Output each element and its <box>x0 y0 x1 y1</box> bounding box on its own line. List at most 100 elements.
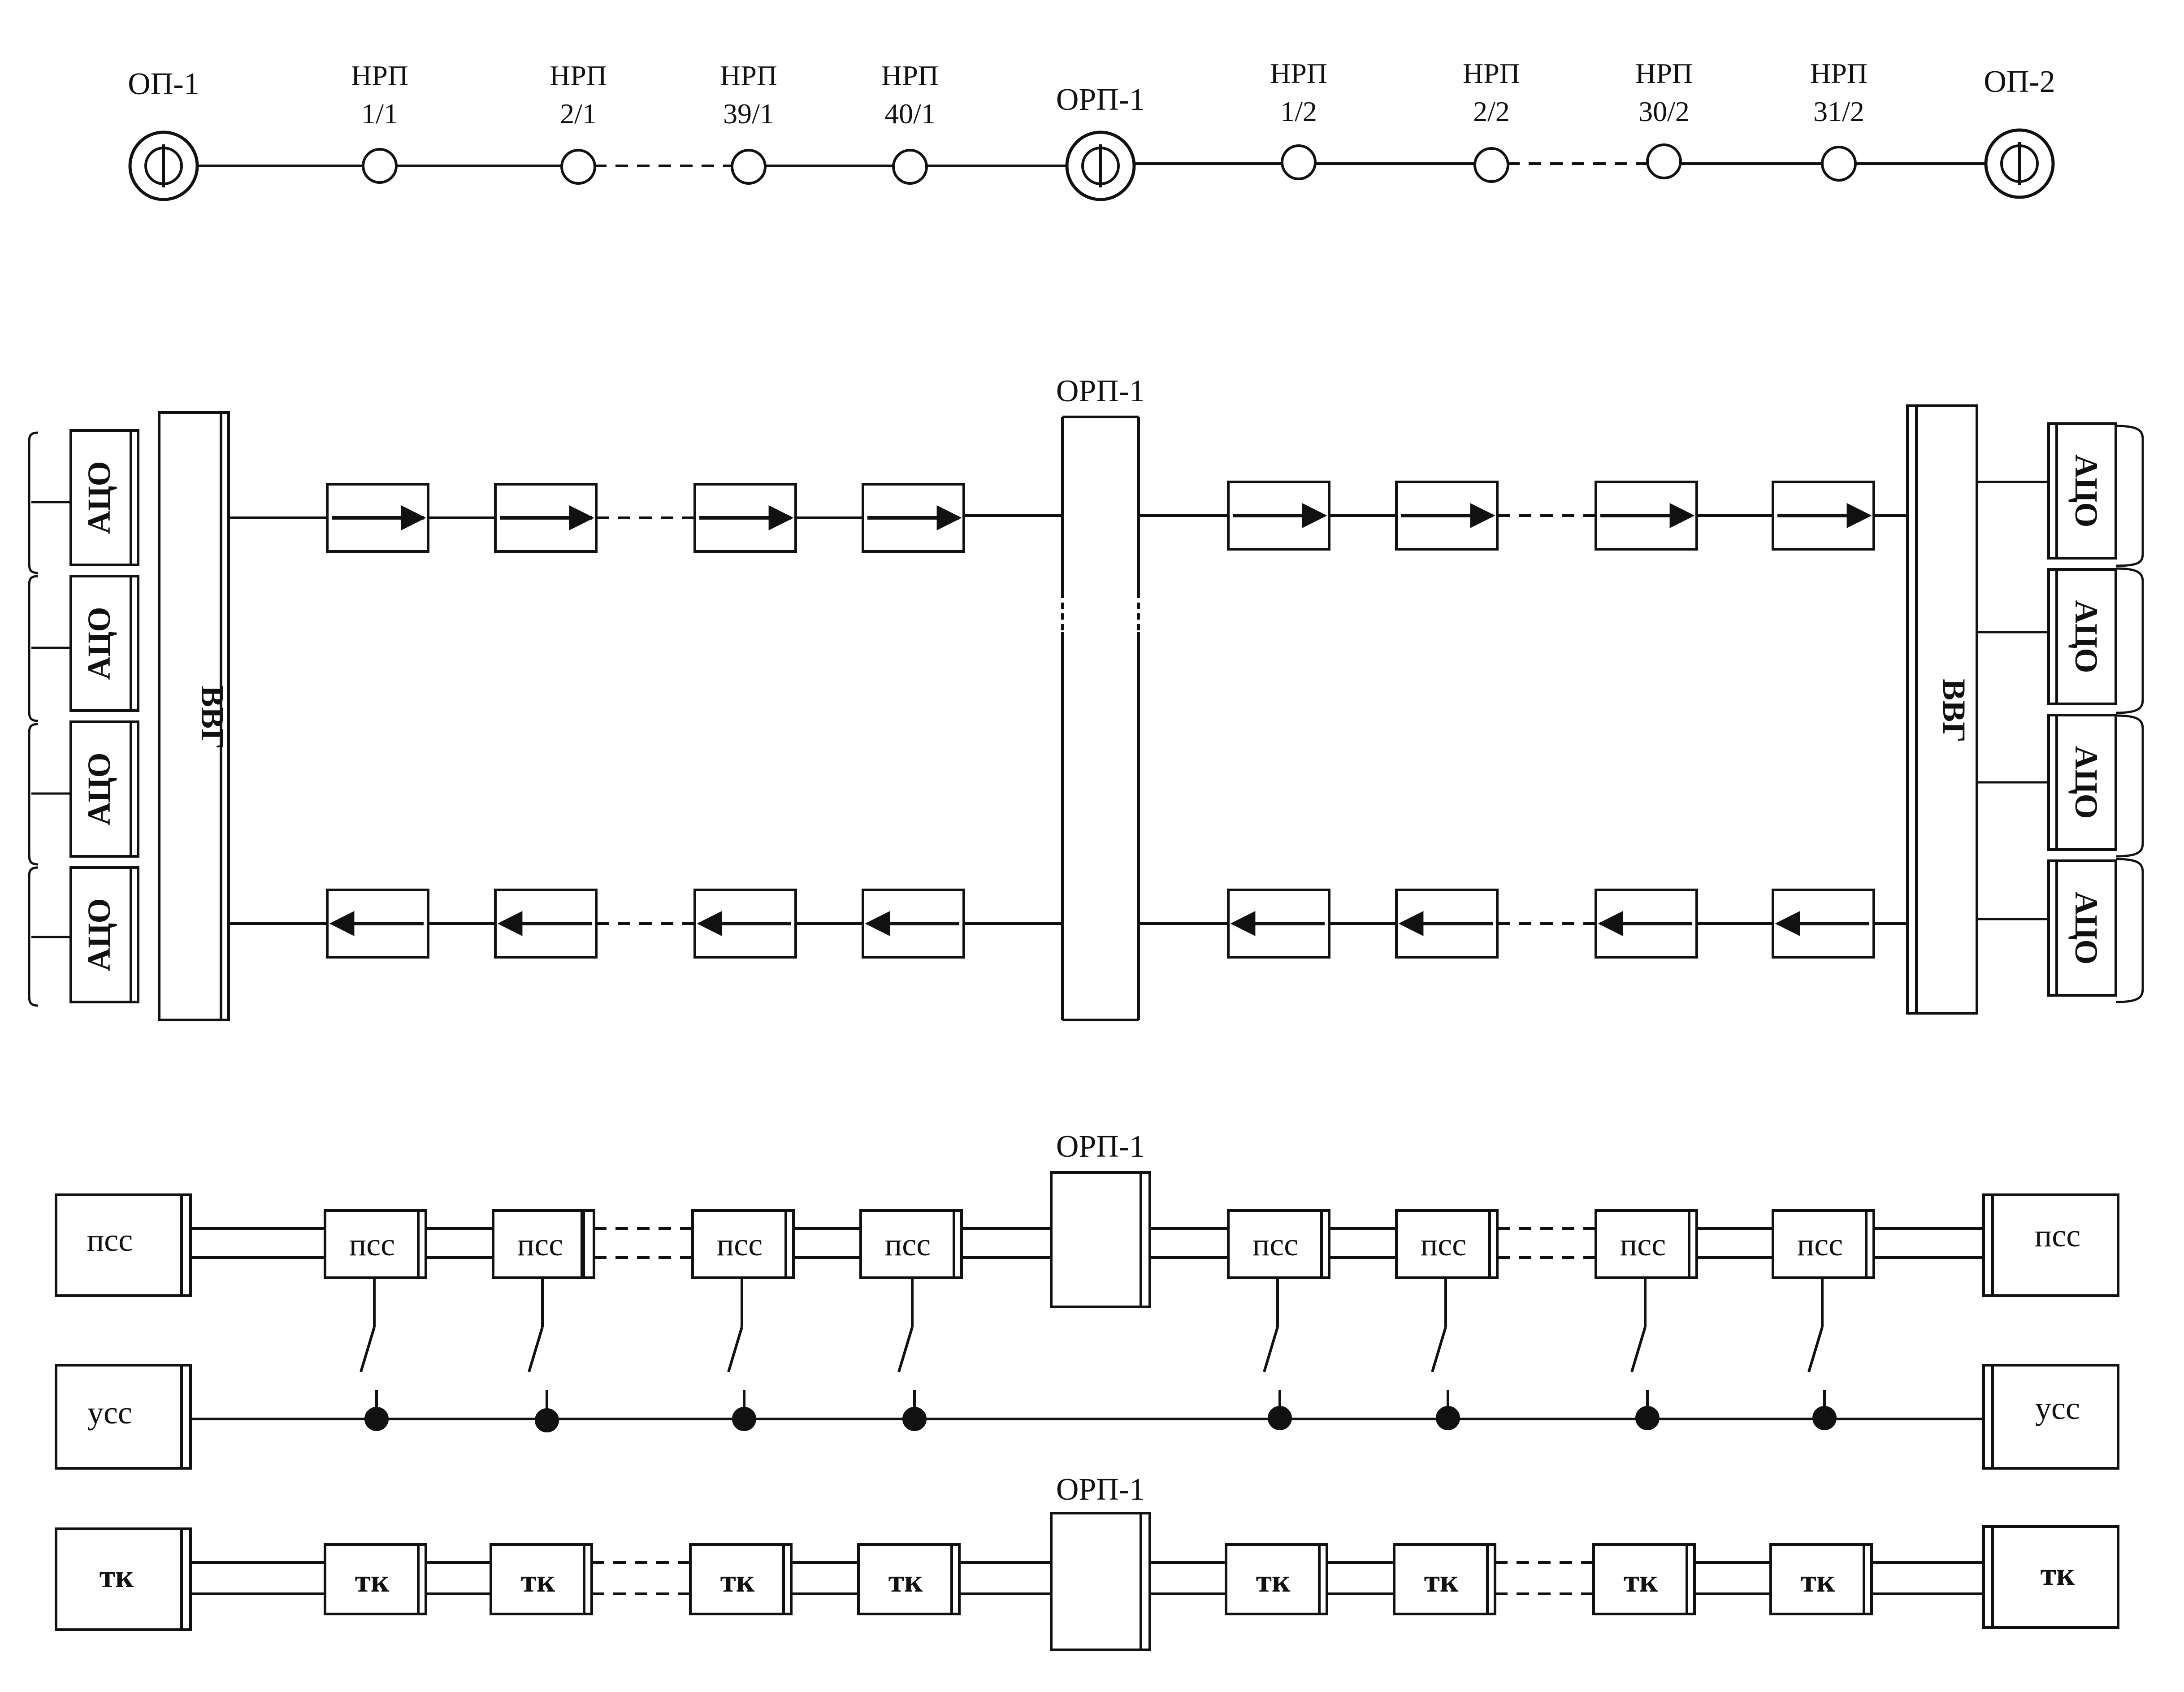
pss-unit: псс <box>859 1209 963 1279</box>
svg-text:АЦО: АЦО <box>2068 891 2104 964</box>
uss-terminal-right: усс <box>1982 1364 2119 1470</box>
svg-text:тк: тк <box>100 1558 134 1594</box>
pss-unit: псс <box>1395 1209 1499 1279</box>
svg-text:НРП: НРП <box>550 60 607 91</box>
switch-contact <box>727 1278 756 1431</box>
svg-text:псс: псс <box>717 1227 763 1262</box>
svg-text:тк: тк <box>1624 1563 1658 1599</box>
left-braces <box>28 431 72 1007</box>
svg-text:псс: псс <box>2035 1218 2080 1254</box>
orp-tk-box <box>1050 1512 1151 1651</box>
tk-unit: тк <box>324 1543 427 1615</box>
orp-column <box>1061 416 1140 1021</box>
orp-label: ОРП-1 <box>1056 1472 1145 1507</box>
tk-unit: тк <box>689 1543 793 1615</box>
svg-text:АЦО: АЦО <box>2068 454 2104 527</box>
station-label: ОП-2 <box>1984 65 2055 99</box>
svg-text:2/2: 2/2 <box>1473 95 1510 127</box>
svg-text:АЦО: АЦО <box>2068 600 2104 673</box>
svg-text:тк: тк <box>1424 1563 1459 1599</box>
svg-text:НРП: НРП <box>881 60 939 91</box>
adc-terminal-left: АЦО <box>69 720 139 858</box>
repeater: НРП 31/2 <box>1810 57 1868 182</box>
adc-terminal-left: АЦО <box>69 575 139 712</box>
tk-unit: тк <box>1592 1543 1696 1615</box>
pss-double-lines <box>191 1227 1984 1259</box>
repeater: НРП 1/2 <box>1270 57 1327 180</box>
vvg-block-left: ВВГ <box>158 411 230 1021</box>
switch-contact <box>1431 1278 1460 1430</box>
vvg-block-right: ВВГ <box>1906 404 1978 1015</box>
svg-text:усс: усс <box>87 1395 132 1431</box>
svg-text:НРП: НРП <box>1463 57 1520 89</box>
svg-text:АЦО: АЦО <box>81 607 117 680</box>
svg-text:1/1: 1/1 <box>361 98 398 130</box>
tk-terminal-left: тк <box>55 1527 192 1631</box>
pss-unit: псс <box>691 1209 795 1279</box>
adc-terminal-right: АЦО <box>2047 568 2117 705</box>
svg-text:тк: тк <box>1801 1563 1835 1599</box>
tk-unit: тк <box>1225 1543 1328 1615</box>
station-op1: ОП-1 <box>128 67 199 201</box>
pss-unit: псс <box>1772 1209 1875 1279</box>
svg-text:НРП: НРП <box>351 60 408 91</box>
repeater: НРП 30/2 <box>1635 57 1693 179</box>
adc-terminal-right: АЦО <box>2047 859 2117 997</box>
svg-text:тк: тк <box>888 1563 923 1599</box>
pss-unit: псс <box>492 1209 595 1279</box>
svg-text:НРП: НРП <box>1810 57 1868 89</box>
svg-text:1/2: 1/2 <box>1280 95 1317 127</box>
svg-text:псс: псс <box>517 1227 563 1262</box>
svg-text:2/1: 2/1 <box>560 98 597 130</box>
transmission-block: АЦО АЦО АЦО АЦО ВВГ <box>28 374 2144 1021</box>
phi-circle-icon <box>128 130 199 201</box>
station-label: ОРП-1 <box>1056 82 1145 117</box>
svg-text:АЦО: АЦО <box>81 898 117 971</box>
switch-contact <box>1263 1278 1292 1430</box>
svg-text:НРП: НРП <box>720 60 777 91</box>
right-braces <box>1977 425 2144 1003</box>
return-path <box>229 889 1907 959</box>
repeater: НРП 2/2 <box>1463 57 1520 183</box>
adc-terminal-left: АЦО <box>69 429 139 566</box>
svg-text:АЦО: АЦО <box>81 461 117 534</box>
svg-text:39/1: 39/1 <box>723 98 774 130</box>
svg-text:ВВГ: ВВГ <box>1936 679 1972 742</box>
station-label: ОП-1 <box>128 67 199 101</box>
repeater: НРП 2/1 <box>550 60 607 185</box>
svg-text:31/2: 31/2 <box>1813 95 1864 127</box>
orp-label: ОРП-1 <box>1056 374 1145 408</box>
station-op2: ОП-2 <box>1984 65 2055 199</box>
svg-text:псс: псс <box>1421 1227 1466 1262</box>
adc-terminal-right: АЦО <box>2047 714 2117 851</box>
switch-contact <box>360 1278 389 1431</box>
tk-unit: тк <box>1393 1543 1496 1615</box>
pss-unit: псс <box>1227 1209 1330 1279</box>
svg-text:псс: псс <box>349 1227 395 1262</box>
top-line <box>197 162 1986 167</box>
svg-text:НРП: НРП <box>1270 57 1327 89</box>
svg-text:усс: усс <box>2035 1390 2080 1426</box>
svg-text:псс: псс <box>1797 1227 1843 1262</box>
tk-unit: тк <box>1769 1543 1873 1615</box>
svg-text:тк: тк <box>355 1563 390 1599</box>
pss-unit: псс <box>324 1209 427 1279</box>
pss-terminal-left: псс <box>55 1193 192 1297</box>
switches <box>360 1278 1837 1432</box>
tk-terminal-right: тк <box>1982 1525 2119 1629</box>
svg-text:АЦО: АЦО <box>81 752 117 825</box>
adc-terminal-right: АЦО <box>2047 422 2117 560</box>
svg-text:тк: тк <box>521 1563 555 1599</box>
switch-contact <box>897 1278 927 1431</box>
svg-text:псс: псс <box>87 1222 133 1258</box>
tk-unit: тк <box>490 1543 593 1615</box>
svg-text:НРП: НРП <box>1635 57 1693 89</box>
svg-text:тк: тк <box>2041 1556 2075 1592</box>
pss-terminal-right: псс <box>1982 1193 2119 1297</box>
svg-text:псс: псс <box>885 1227 931 1262</box>
switch-contact <box>528 1278 559 1432</box>
svg-text:псс: псс <box>1252 1227 1298 1262</box>
repeater: НРП 39/1 <box>720 60 777 185</box>
svg-text:тк: тк <box>720 1563 755 1599</box>
